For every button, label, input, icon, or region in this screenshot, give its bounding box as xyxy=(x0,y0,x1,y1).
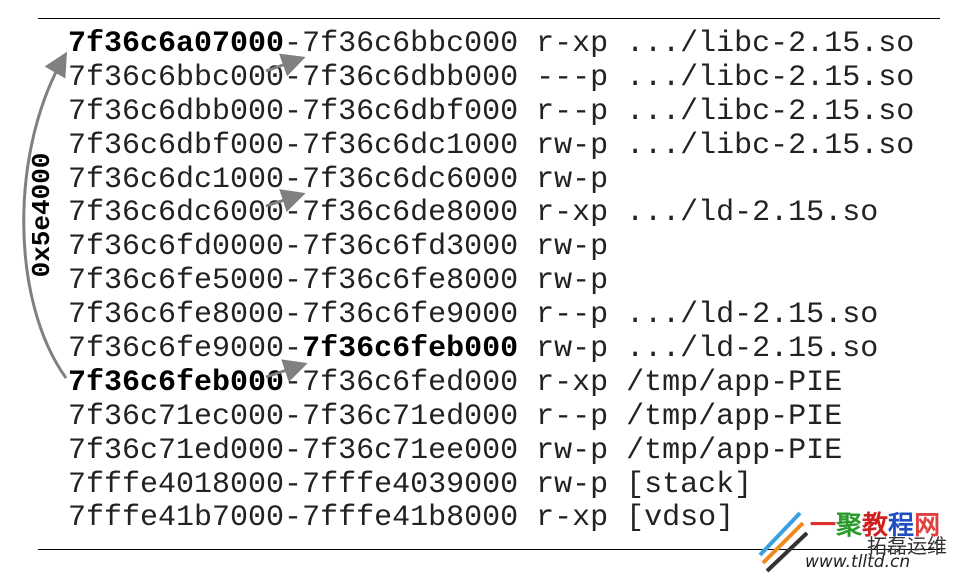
row-end-address: 7f36c6fd3000 xyxy=(302,230,519,265)
watermark-url: www.tlltd.cn xyxy=(805,552,911,572)
row-path: .../libc-2.15.so xyxy=(626,27,915,61)
row-start-address: 7fffe41b7000 xyxy=(68,501,285,536)
row-separator: - xyxy=(284,332,303,367)
row-end-address: 7f36c6fed000 xyxy=(302,365,519,400)
row-end-address: 7f36c6fe8000 xyxy=(302,264,519,299)
map-row: 7f36c6fe8000-7f36c6fe9000 r--p .../ld-2.… xyxy=(68,298,914,333)
row-permissions: r-xp xyxy=(536,501,609,536)
map-row: 7f36c6fd0000-7f36c6fd3000 rw-p xyxy=(68,230,914,265)
row-end-address: 7fffe4039000 xyxy=(302,467,519,502)
offset-curve-arrow xyxy=(22,51,68,379)
row-path: .../libc-2.15.so xyxy=(626,60,915,95)
row-path: [vdso] xyxy=(626,501,735,536)
row-separator: - xyxy=(284,230,303,265)
row-permissions: ---p xyxy=(536,60,609,95)
row-start-address: 7f36c6dbb000 xyxy=(68,94,285,129)
map-row: 7f36c6fe5000-7f36c6fe8000 rw-p xyxy=(68,264,914,299)
row-separator: - xyxy=(284,433,303,468)
row-end-address: 7f36c6feb000 xyxy=(302,332,519,367)
row-start-address: 7f36c6fe9000 xyxy=(68,332,285,367)
map-row: 7fffe41b7000-7fffe41b8000 r-xp [vdso] xyxy=(68,502,914,536)
row-start-address: 7f36c71ed000 xyxy=(68,433,285,468)
row-path: .../libc-2.15.so xyxy=(626,94,915,129)
logo-streaks-icon xyxy=(758,511,809,573)
row-separator: - xyxy=(284,399,303,434)
row-start-address: 7f36c6bbc000 xyxy=(68,60,285,95)
contiguity-arrow xyxy=(265,189,306,212)
row-permissions: rw-p xyxy=(536,433,609,468)
row-start-address: 7f36c6fe8000 xyxy=(68,298,285,333)
row-end-address: 7f36c6dbb000 xyxy=(302,60,519,95)
row-end-address: 7f36c6dc1000 xyxy=(302,128,519,163)
watermark-sub: 拓磊运维 xyxy=(867,534,947,558)
watermark-brand: 一聚教程网 xyxy=(810,511,941,541)
row-separator: - xyxy=(284,467,303,502)
row-start-address: 7f36c6feb000 xyxy=(68,365,285,400)
row-permissions: r--p xyxy=(536,94,609,129)
row-separator: - xyxy=(284,94,303,129)
map-row: 7fffe4018000-7fffe4039000 rw-p [stack] xyxy=(68,467,914,503)
watermark-logo: 一聚教程网 拓磊运维 www.tlltd.cn xyxy=(755,505,955,575)
row-start-address: 7f36c6dc1000 xyxy=(68,162,285,197)
row-permissions: r--p xyxy=(536,399,609,434)
memory-map-listing: 7f36c6a07000-7f36c6bbc000 r-xp .../libc-… xyxy=(68,27,915,536)
row-permissions: r-xp xyxy=(536,27,609,61)
map-row: 7f36c6dc6000-7f36c6de8000 r-xp .../ld-2.… xyxy=(68,197,914,231)
row-start-address: 7f36c6a07000 xyxy=(68,27,285,61)
row-path: .../libc-2.15.so xyxy=(626,128,915,163)
row-permissions: r-xp xyxy=(536,196,609,231)
row-end-address: 7f36c6dbf000 xyxy=(302,94,519,129)
map-row: 7f36c71ec000-7f36c71ed000 r--p /tmp/app-… xyxy=(68,399,914,435)
map-row: 7f36c6dbf000-7f36c6dc1000 rw-p .../libc-… xyxy=(68,128,915,164)
contiguity-arrow xyxy=(265,53,306,77)
row-start-address: 7f36c6dbf000 xyxy=(68,128,285,163)
row-path: /tmp/app-PIE xyxy=(626,365,843,400)
row-permissions: rw-p xyxy=(536,162,609,197)
row-permissions: rw-p xyxy=(536,264,609,299)
row-permissions: r--p xyxy=(536,298,609,333)
row-permissions: rw-p xyxy=(536,332,609,367)
map-row: 7f36c6bbc000-7f36c6dbb000 ---p .../libc-… xyxy=(68,60,915,96)
contiguity-arrow xyxy=(265,359,308,383)
row-path: /tmp/app-PIE xyxy=(626,433,843,468)
row-permissions: rw-p xyxy=(536,467,609,502)
row-start-address: 7fffe4018000 xyxy=(68,467,285,502)
row-end-address: 7fffe41b8000 xyxy=(302,501,519,536)
row-start-address: 7f36c6dc6000 xyxy=(68,196,285,231)
row-path: /tmp/app-PIE xyxy=(626,399,843,434)
map-row: 7f36c6dc1000-7f36c6dc6000 rw-p xyxy=(68,162,914,198)
map-row: 7f36c6feb000-7f36c6fed000 r-xp /tmp/app-… xyxy=(68,365,914,401)
row-end-address: 7f36c71ee000 xyxy=(302,433,519,468)
map-row: 7f36c6a07000-7f36c6bbc000 r-xp .../libc-… xyxy=(68,27,915,62)
row-separator: - xyxy=(284,501,303,536)
row-end-address: 7f36c6fe9000 xyxy=(302,298,519,333)
row-end-address: 7f36c6de8000 xyxy=(302,196,519,231)
row-separator: - xyxy=(284,128,303,163)
row-start-address: 7f36c71ec000 xyxy=(68,399,285,434)
row-path: [stack] xyxy=(626,467,753,502)
map-row: 7f36c6dbb000-7f36c6dbf000 r--p .../libc-… xyxy=(68,94,915,130)
map-row: 7f36c6fe9000-7f36c6feb000 rw-p .../ld-2.… xyxy=(68,332,914,367)
map-row: 7f36c71ed000-7f36c71ee000 rw-p /tmp/app-… xyxy=(68,433,914,469)
row-separator: - xyxy=(284,162,303,197)
row-separator: - xyxy=(284,27,303,61)
row-start-address: 7f36c6fe5000 xyxy=(68,264,285,299)
row-permissions: rw-p xyxy=(536,128,609,163)
row-path: .../ld-2.15.so xyxy=(626,298,879,333)
row-end-address: 7f36c6dc6000 xyxy=(302,162,519,197)
row-path: .../ld-2.15.so xyxy=(626,332,879,367)
offset-label: 0x5e4000 xyxy=(27,152,57,278)
row-path: .../ld-2.15.so xyxy=(626,196,879,231)
row-start-address: 7f36c6fd0000 xyxy=(68,230,285,265)
row-permissions: r-xp xyxy=(536,365,609,400)
row-separator: - xyxy=(284,264,303,299)
row-separator: - xyxy=(284,298,303,333)
row-end-address: 7f36c71ed000 xyxy=(302,399,519,434)
row-permissions: rw-p xyxy=(536,230,609,265)
bottom-rule xyxy=(38,549,940,550)
row-end-address: 7f36c6bbc000 xyxy=(302,27,519,61)
top-rule xyxy=(38,18,940,19)
